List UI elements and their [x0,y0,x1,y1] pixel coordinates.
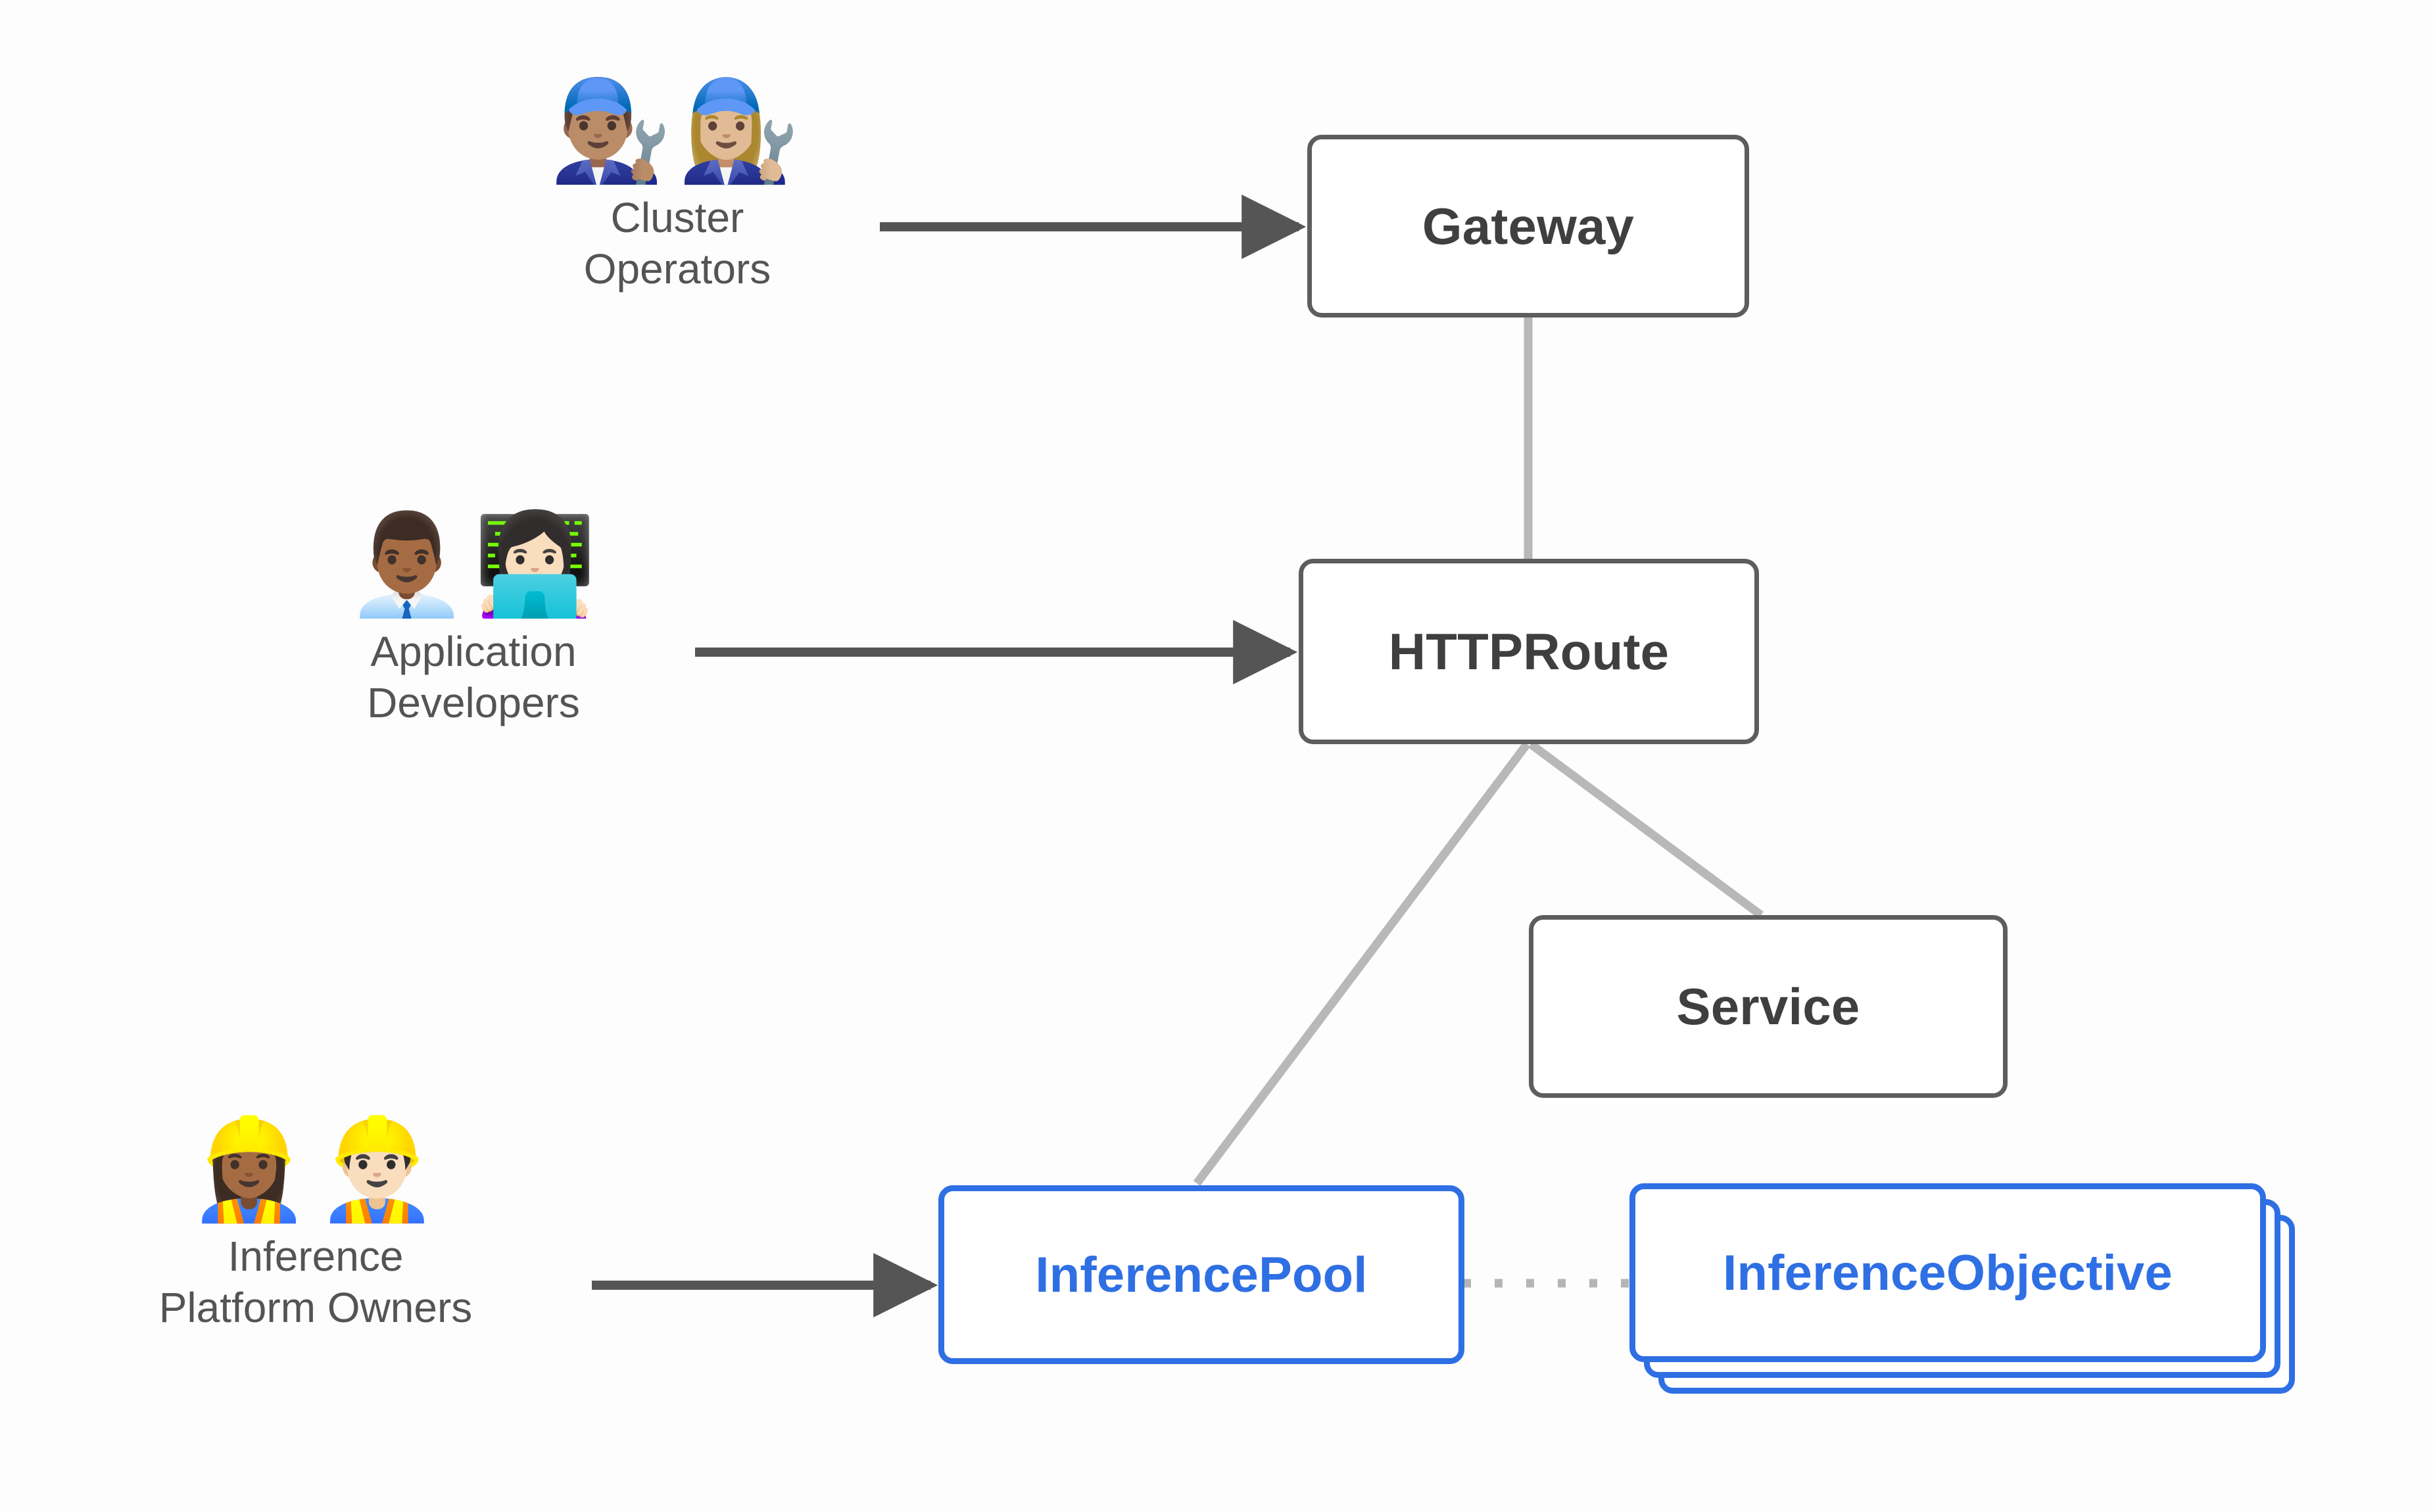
node-label-gateway: Gateway [1422,197,1635,255]
node-label-inferenceobjective: InferenceObjective [1723,1244,2173,1301]
man-office-worker-icon woman-technologist-icon: 👨🏾‍💼👩🏻‍💻 [345,509,602,619]
persona-label-inference-platform-owners: Inference Platform Owners [158,1232,473,1331]
node-label-httproute: HTTPRoute [1388,622,1670,680]
node-label-service: Service [1676,977,1860,1035]
persona-cluster-operators: 👨🏽‍🔧👩🏼‍🔧 Cluster Operators [506,75,848,295]
node-inferencepool[interactable]: InferencePool [938,1185,1464,1364]
persona-inference-platform-owners: 👷🏾‍♀️👷🏻‍♂️ Inference Platform Owners [92,1114,539,1333]
node-service[interactable]: Service [1529,915,2008,1098]
edge-httproute-to-service [1528,740,1764,919]
node-inferenceobjective-stack[interactable]: InferenceObjective [1629,1183,2320,1394]
persona-application-developers: 👨🏾‍💼👩🏻‍💻 Application Developers [289,509,658,728]
woman-construction-worker-icon man-construction-worker-icon: 👷🏾‍♀️👷🏻‍♂️ [187,1114,444,1224]
man-mechanic-icon woman-mechanic-icon: 👨🏽‍🔧👩🏼‍🔧 [549,75,806,185]
node-inferenceobjective[interactable]: InferenceObjective [1629,1183,2266,1362]
node-httproute[interactable]: HTTPRoute [1299,559,1759,744]
persona-label-cluster-operators: Cluster Operators [583,193,771,293]
node-gateway[interactable]: Gateway [1307,135,1749,318]
edge-httproute-to-inferencepool [1193,742,1531,1186]
node-label-inferencepool: InferencePool [1035,1246,1368,1303]
persona-label-application-developers: Application Developers [367,627,580,726]
